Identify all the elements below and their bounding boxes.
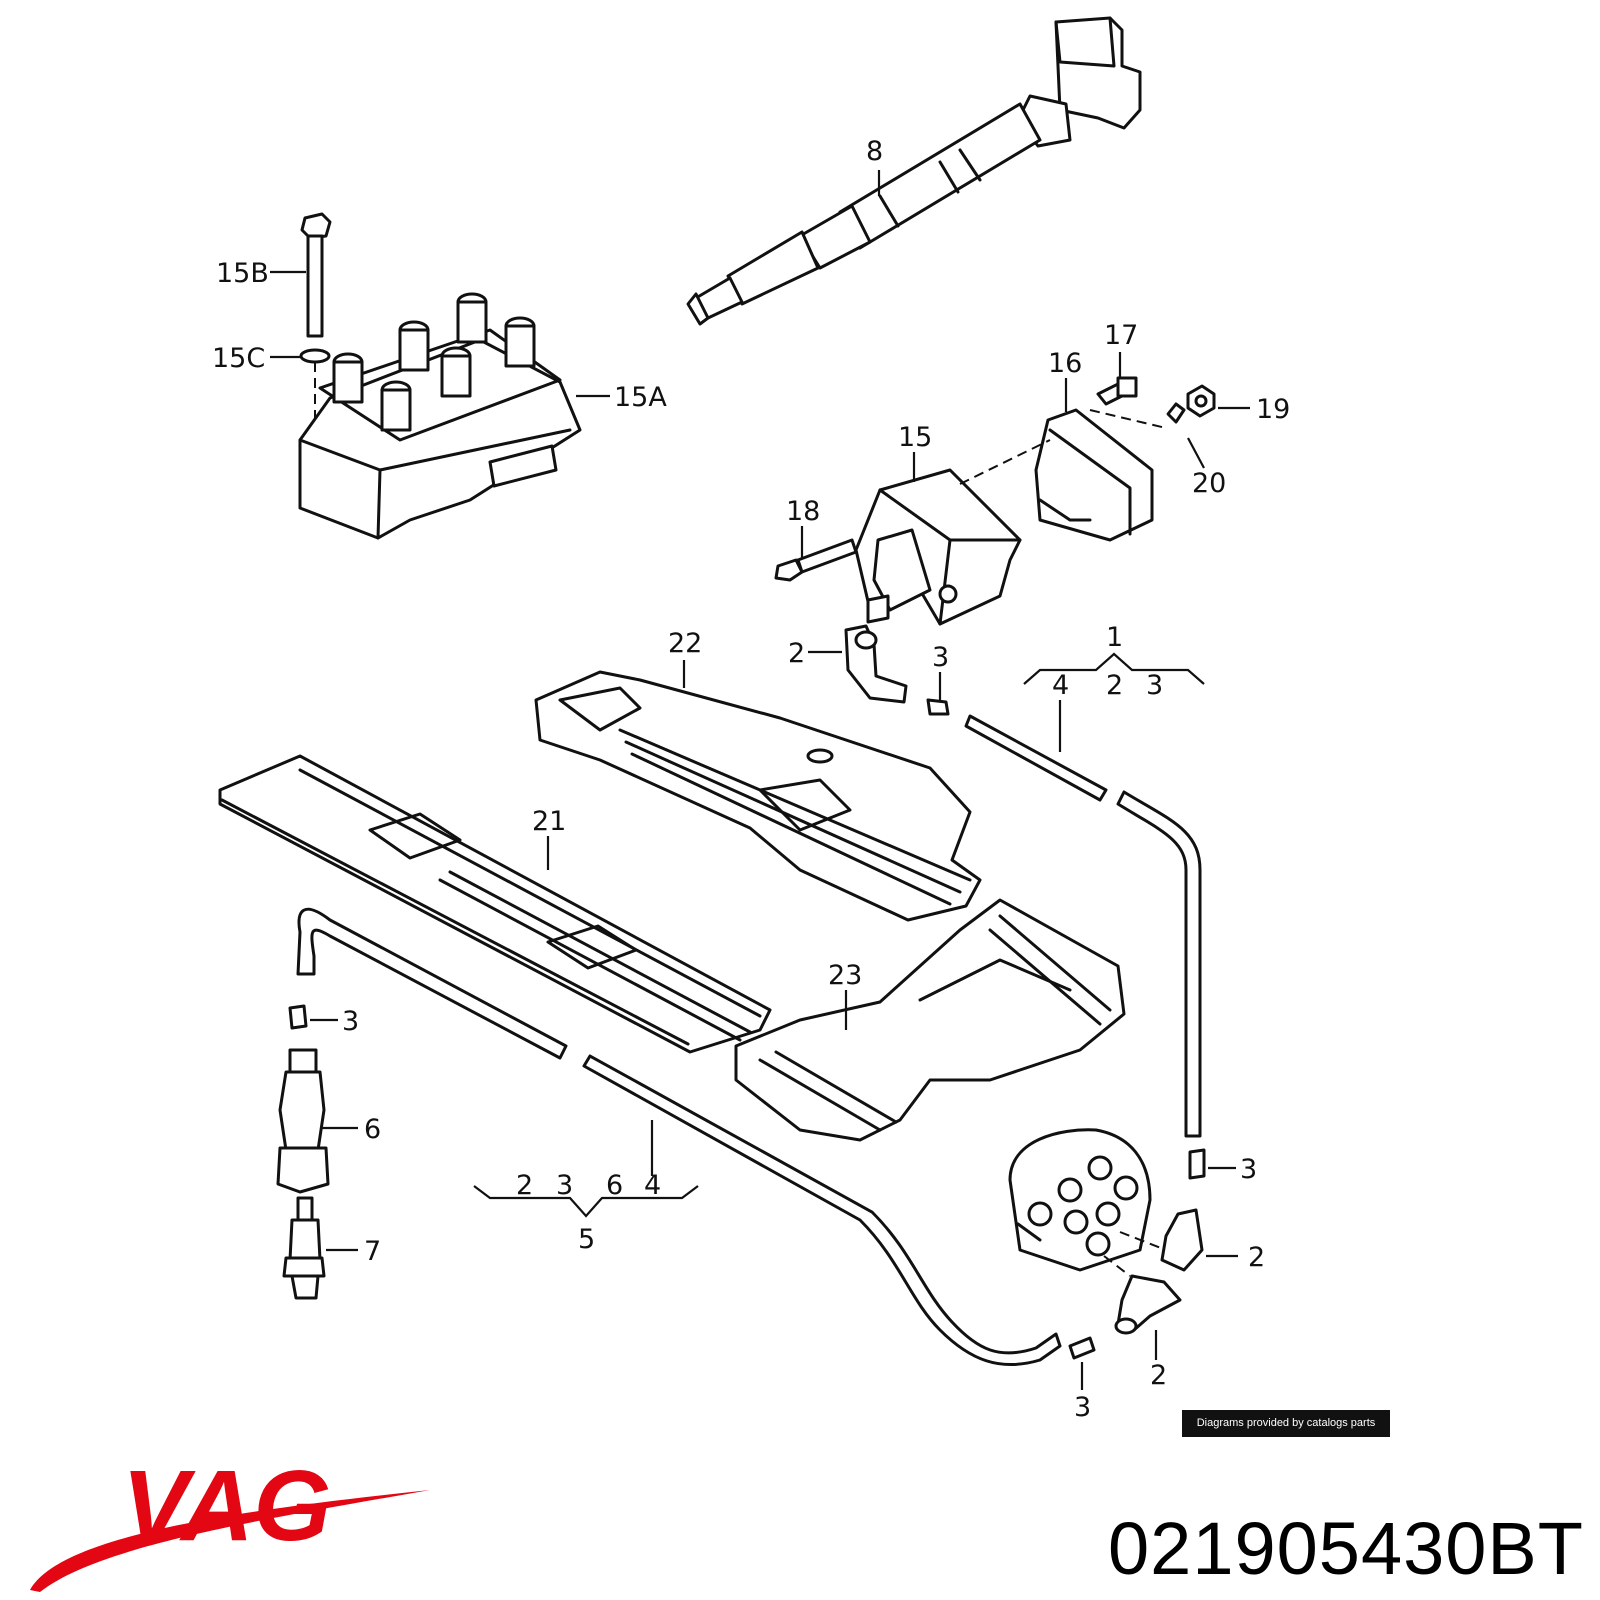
label-6: 6 xyxy=(364,1114,381,1145)
sleeve-3-left xyxy=(288,1004,308,1030)
label-5-sub-2: 2 xyxy=(516,1170,533,1201)
label-3-top: 3 xyxy=(932,642,949,673)
bolt-18 xyxy=(774,538,858,582)
connector-2-top xyxy=(844,624,908,704)
ignition-lead-8 xyxy=(686,16,1142,326)
ignition-coil-15 xyxy=(854,468,1022,626)
vag-logo: VAG xyxy=(30,1450,430,1592)
label-21: 21 xyxy=(532,806,566,837)
connector-2-low xyxy=(1114,1274,1182,1335)
plug-connector-6 xyxy=(276,1048,330,1194)
label-7: 7 xyxy=(364,1236,381,1267)
spark-plug-7 xyxy=(282,1196,326,1300)
label-3-right: 3 xyxy=(1240,1154,1257,1185)
coil-towers xyxy=(332,292,536,432)
leader-lines xyxy=(270,170,1250,1390)
part-number: 021905430BT xyxy=(1108,1507,1584,1590)
label-23: 23 xyxy=(828,960,862,991)
hose-4-left xyxy=(296,907,1062,1367)
sleeve-3-right xyxy=(1188,1148,1206,1180)
connector-2-mid xyxy=(1160,1208,1204,1272)
label-2-top: 2 xyxy=(788,638,805,669)
hose-4-right xyxy=(964,714,1202,1138)
label-19: 19 xyxy=(1256,394,1290,425)
label-5: 5 xyxy=(578,1224,595,1255)
label-5-sub-4: 4 xyxy=(644,1170,661,1201)
label-18: 18 xyxy=(786,496,820,527)
distributor-cap xyxy=(1008,1128,1152,1272)
label-2-low: 2 xyxy=(1150,1360,1167,1391)
cover-22 xyxy=(534,670,982,922)
label-1: 1 xyxy=(1106,622,1123,653)
sleeve-3-low xyxy=(1068,1336,1096,1360)
label-15: 15 xyxy=(898,422,932,453)
label-2-mid: 2 xyxy=(1248,1242,1265,1273)
nut-19 xyxy=(1186,384,1216,418)
label-1-sub-3: 3 xyxy=(1146,670,1163,701)
logo-wordmark: VAG xyxy=(122,1450,331,1562)
label-17: 17 xyxy=(1104,320,1138,351)
washer-15c xyxy=(299,348,331,364)
label-15c: 15C xyxy=(212,343,265,374)
label-16: 16 xyxy=(1048,348,1082,379)
reference-labels: 8 15B 15C 15A 17 16 19 15 20 18 2 3 22 1… xyxy=(212,136,1290,1423)
label-22: 22 xyxy=(668,628,702,659)
label-1-sub-4: 4 xyxy=(1052,670,1069,701)
label-3-left: 3 xyxy=(342,1006,359,1037)
label-8: 8 xyxy=(866,136,883,167)
diagram-credit-badge: Diagrams provided by catalogs parts xyxy=(1182,1410,1390,1437)
bolt-15b xyxy=(300,212,332,338)
cover-23 xyxy=(734,898,1126,1142)
label-5-sub-6: 6 xyxy=(606,1170,623,1201)
bolt-17 xyxy=(1096,376,1138,406)
coil-pack-15a xyxy=(298,292,582,540)
clip-20 xyxy=(1166,402,1186,424)
label-1-sub-2: 2 xyxy=(1106,670,1123,701)
label-20: 20 xyxy=(1192,468,1226,499)
label-15b: 15B xyxy=(216,258,269,289)
ignition-module-16 xyxy=(1034,408,1154,542)
cover-21 xyxy=(218,754,772,1054)
label-15a: 15A xyxy=(614,382,667,413)
label-3-low: 3 xyxy=(1074,1392,1091,1423)
sleeve-3-top xyxy=(926,698,950,716)
label-5-sub-3: 3 xyxy=(556,1170,573,1201)
